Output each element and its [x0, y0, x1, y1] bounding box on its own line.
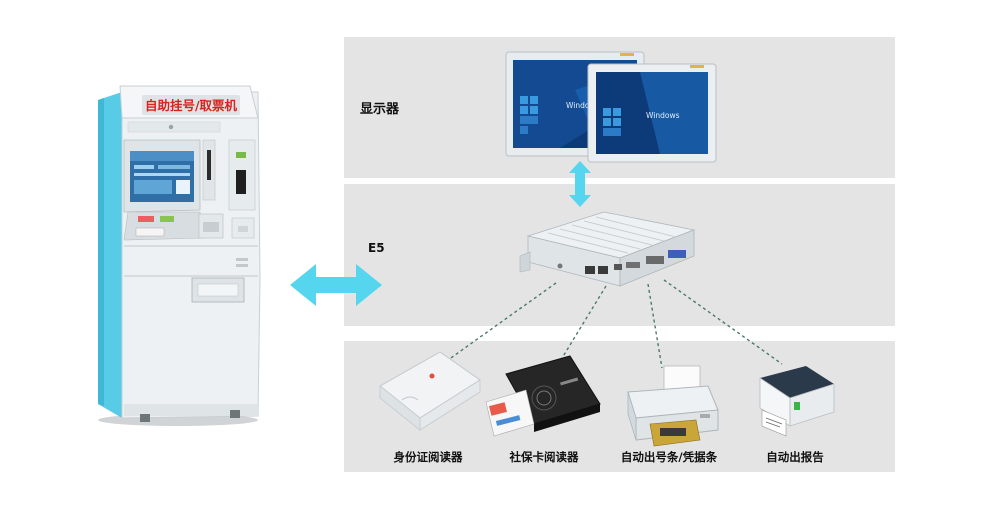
kiosk: 自助挂号/取票机 [98, 85, 261, 426]
kiosk-link-arrow [290, 264, 382, 306]
controller-label: E5 [368, 241, 385, 255]
monitor-front-os-text: Windows [646, 111, 680, 120]
connector-social-card-reader [555, 285, 607, 369]
report-printer-device [759, 366, 835, 437]
device-label-id-reader: 身份证阅读器 [393, 450, 463, 464]
id-reader-device [379, 351, 481, 431]
device-connectors [447, 279, 783, 369]
connector-id-reader [447, 282, 557, 361]
device-label-social-card-reader: 社保卡阅读器 [509, 450, 579, 464]
kiosk-banner [142, 95, 240, 115]
monitor-back-os-text: Windows [566, 101, 600, 110]
device-label-ticket-printer: 自动出号条/凭据条 [620, 450, 718, 464]
e5-controller [519, 211, 696, 287]
display-link-arrow [569, 161, 591, 207]
connector-report-printer [663, 279, 783, 365]
display-label: 显示器 [360, 102, 400, 117]
connector-ticket-printer [647, 283, 663, 369]
device-label-report-printer: 自动出报告 [766, 450, 824, 464]
monitor-front: Windows [587, 63, 717, 163]
social-card-reader-device [485, 355, 601, 437]
ticket-printer-device [627, 365, 719, 447]
kiosk-banner-text: 自助挂号/取票机 [145, 98, 238, 113]
